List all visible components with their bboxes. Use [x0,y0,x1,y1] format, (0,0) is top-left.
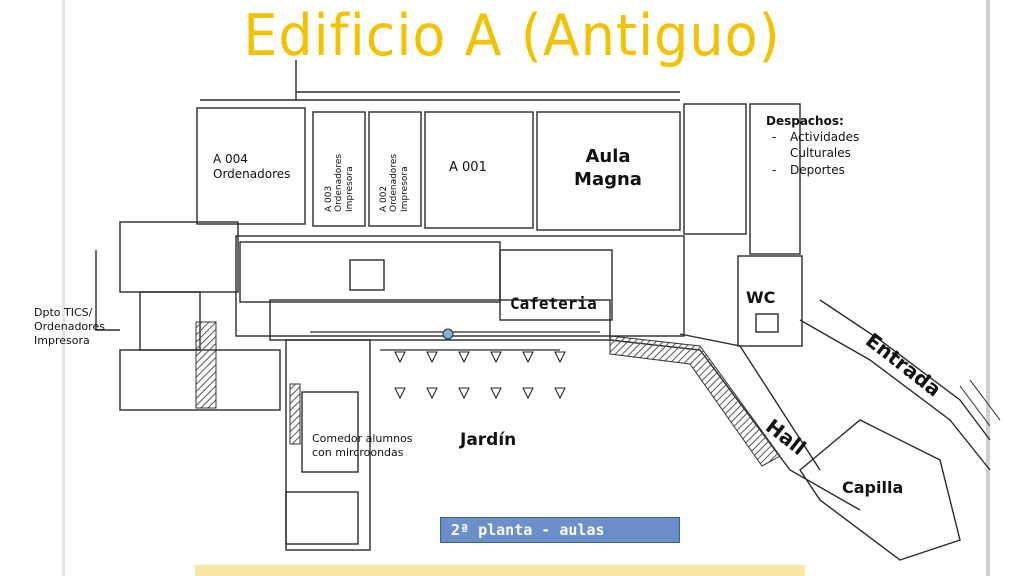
room-use: Ordenadores [213,167,291,181]
dpto-tics-label: Dpto TICS/ Ordenadores Impresora [34,306,105,347]
aula-magna-line: Aula [585,146,631,167]
room-a003-outline [312,111,366,227]
room-code: A 004 [213,152,248,166]
room-a003-label: A 003 Ordenadores Impresora [324,154,355,212]
despachos-outline [749,103,801,255]
capilla-label: Capilla [842,478,904,497]
aula-magna-label: Aula Magna [570,146,646,191]
slide-edge-left [62,0,65,576]
comedor-outline [285,339,371,551]
room-a002-outline [368,111,422,227]
wc-label: WC [746,288,776,307]
despachos-list: Despachos: Actividades Culturales Deport… [766,113,886,178]
room-a002-label: A 002 Ordenadores Impresora [379,154,410,212]
room-a004-outline [196,107,306,225]
comedor-line: con mircroondas [312,445,404,459]
dpto-line: Ordenadores [34,319,105,333]
despachos-title: Despachos: [766,114,844,128]
room-a004-label: A 004 Ordenadores [213,152,290,182]
offices-block-outline [683,103,747,235]
jardin-label: Jardín [460,430,517,450]
room-aula-magna-outline [536,111,681,231]
floor-legend: 2ª planta - aulas [440,517,680,543]
comedor-label: Comedor alumnos con mircroondas [312,432,413,460]
bottom-strip [195,565,805,576]
dpto-line: Impresora [34,333,90,347]
aula-magna-line: Magna [574,168,642,190]
list-item: Deportes [772,162,886,178]
room-a001-outline [424,111,534,229]
room-a001-label: A 001 [449,160,487,175]
room-code: A 002 [379,185,389,212]
page-title: Edificio A (Antiguo) [243,2,781,69]
list-item: Actividades Culturales [772,129,886,161]
slide-edge-right [986,0,990,576]
dpto-line: Dpto TICS/ [34,306,93,319]
room-use: Ordenadores [334,153,345,212]
room-use: Ordenadores [389,153,400,212]
comedor-line: Comedor alumnos [312,432,413,445]
room-use: Impresora [344,166,355,212]
cafeteria-label: Cafeteria [510,294,597,313]
room-code: A 003 [324,185,334,212]
capilla-outline [799,419,961,561]
room-use: Impresora [399,166,410,212]
